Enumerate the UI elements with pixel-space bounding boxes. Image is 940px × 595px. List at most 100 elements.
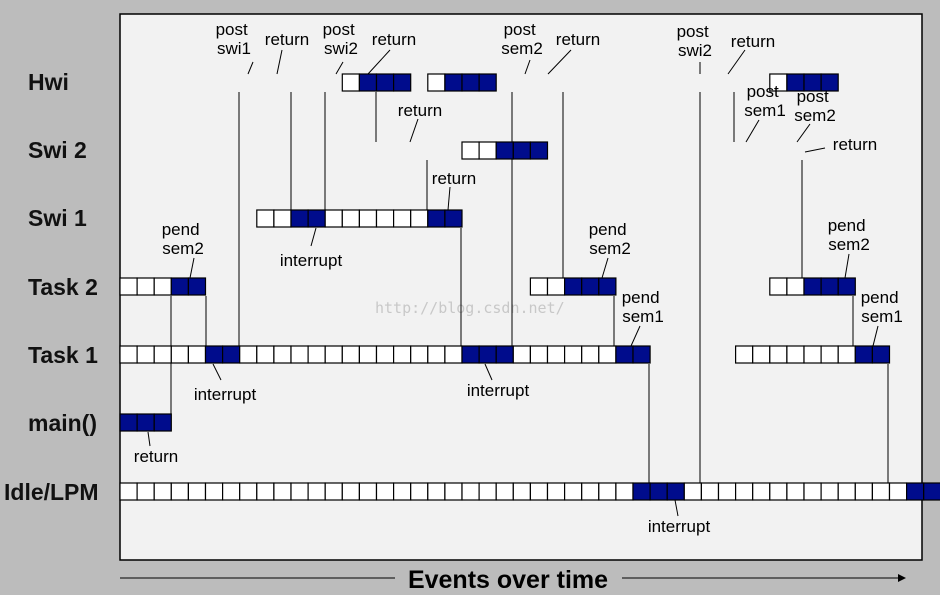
inactive-cell <box>410 345 429 364</box>
active-cell <box>358 73 378 92</box>
inactive-cell <box>598 345 617 364</box>
active-cell <box>427 209 446 228</box>
annotation-line: pend <box>622 288 660 307</box>
inactive-cell <box>170 482 190 501</box>
annotation-line: return <box>556 30 600 49</box>
active-cell <box>512 141 531 160</box>
time-axis-arrowhead <box>898 574 906 582</box>
inactive-cell <box>375 209 395 228</box>
annotation-line: sem2 <box>794 106 836 125</box>
annotation-interrupt: interrupt <box>648 517 711 536</box>
inactive-cell <box>324 482 343 501</box>
inactive-cell <box>153 482 172 501</box>
active-cell <box>222 345 241 364</box>
inactive-cell <box>222 482 241 501</box>
annotation-line: sem1 <box>744 101 786 120</box>
leader-line <box>147 431 151 447</box>
inactive-cell <box>307 345 326 364</box>
annotation-line: sem1 <box>861 307 903 326</box>
annotation-return: return <box>432 169 476 188</box>
inactive-cell <box>375 345 395 364</box>
inactive-cell <box>273 345 292 364</box>
active-cell <box>820 277 839 296</box>
annotation-line: pend <box>861 288 899 307</box>
inactive-cell <box>444 345 463 364</box>
annotation-line: sem2 <box>589 239 631 258</box>
inactive-cell <box>341 345 360 364</box>
inactive-cell <box>153 345 172 364</box>
inactive-cell <box>529 277 549 296</box>
annotation-line: interrupt <box>280 251 343 270</box>
inactive-cell <box>358 482 378 501</box>
inactive-cell <box>854 482 873 501</box>
inactive-cell <box>786 482 805 501</box>
annotation-line: swi1 <box>217 39 251 58</box>
inactive-cell <box>837 482 856 501</box>
active-cell <box>632 345 651 364</box>
leader-line <box>447 186 451 211</box>
inactive-cell <box>119 277 138 296</box>
inactive-cell <box>393 209 412 228</box>
inactive-cell <box>888 482 908 501</box>
annotation-line: pend <box>589 220 627 239</box>
annotation-post-swi2: post swi2 <box>677 22 714 60</box>
annotation-pend-sem1: pend sem1 <box>861 288 904 326</box>
active-cell <box>632 482 651 501</box>
active-cell <box>529 141 549 160</box>
inactive-cell <box>683 482 702 501</box>
task-blocks <box>119 73 940 501</box>
inactive-cell <box>546 345 566 364</box>
annotation-line: sem2 <box>828 235 870 254</box>
annotation-line: interrupt <box>194 385 257 404</box>
annotation-interrupt: interrupt <box>467 381 530 400</box>
inactive-cell <box>734 482 754 501</box>
inactive-cell <box>837 345 856 364</box>
active-cell <box>307 209 326 228</box>
annotations: post swi1 return post swi2 return post s… <box>134 20 903 536</box>
inactive-cell <box>358 209 378 228</box>
active-cell <box>649 482 668 501</box>
active-cell <box>187 277 207 296</box>
leader-line <box>409 118 419 143</box>
axis-title: Events over time <box>408 566 608 594</box>
inactive-cell <box>529 482 549 501</box>
annotation-return: return <box>556 30 600 49</box>
inactive-cell <box>581 482 600 501</box>
inactive-cell <box>581 345 600 364</box>
inactive-cell <box>478 482 497 501</box>
active-cell <box>563 277 583 296</box>
inactive-cell <box>803 345 822 364</box>
inactive-cell <box>546 482 566 501</box>
leader-line <box>674 499 679 517</box>
inactive-cell <box>769 277 788 296</box>
annotation-line: post <box>323 20 355 39</box>
active-cell <box>854 345 873 364</box>
annotation-line: interrupt <box>467 381 530 400</box>
annotation-line: post <box>797 87 829 106</box>
inactive-cell <box>563 345 583 364</box>
annotation-post-swi1: post swi1 <box>216 20 253 58</box>
inactive-cell <box>546 277 566 296</box>
inactive-cell <box>256 209 275 228</box>
leader-line <box>276 49 283 75</box>
active-cell <box>153 413 172 432</box>
row-label-swi2: Swi 2 <box>28 137 87 163</box>
leader-line <box>367 49 391 75</box>
active-cell <box>495 345 514 364</box>
row-label-swi1: Swi 1 <box>28 205 87 231</box>
inactive-cell <box>803 482 822 501</box>
leader-line <box>796 123 811 143</box>
annotation-line: post <box>216 20 248 39</box>
annotation-leaders <box>147 49 879 517</box>
inactive-cell <box>427 345 446 364</box>
inactive-cell <box>615 482 634 501</box>
inactive-cell <box>170 345 190 364</box>
leader-line <box>335 61 344 75</box>
annotation-line: sem1 <box>622 307 664 326</box>
active-cell <box>461 73 480 92</box>
active-cell <box>204 345 224 364</box>
leader-line <box>630 325 641 347</box>
active-cell <box>871 345 891 364</box>
row-label-task2: Task 2 <box>28 274 98 300</box>
